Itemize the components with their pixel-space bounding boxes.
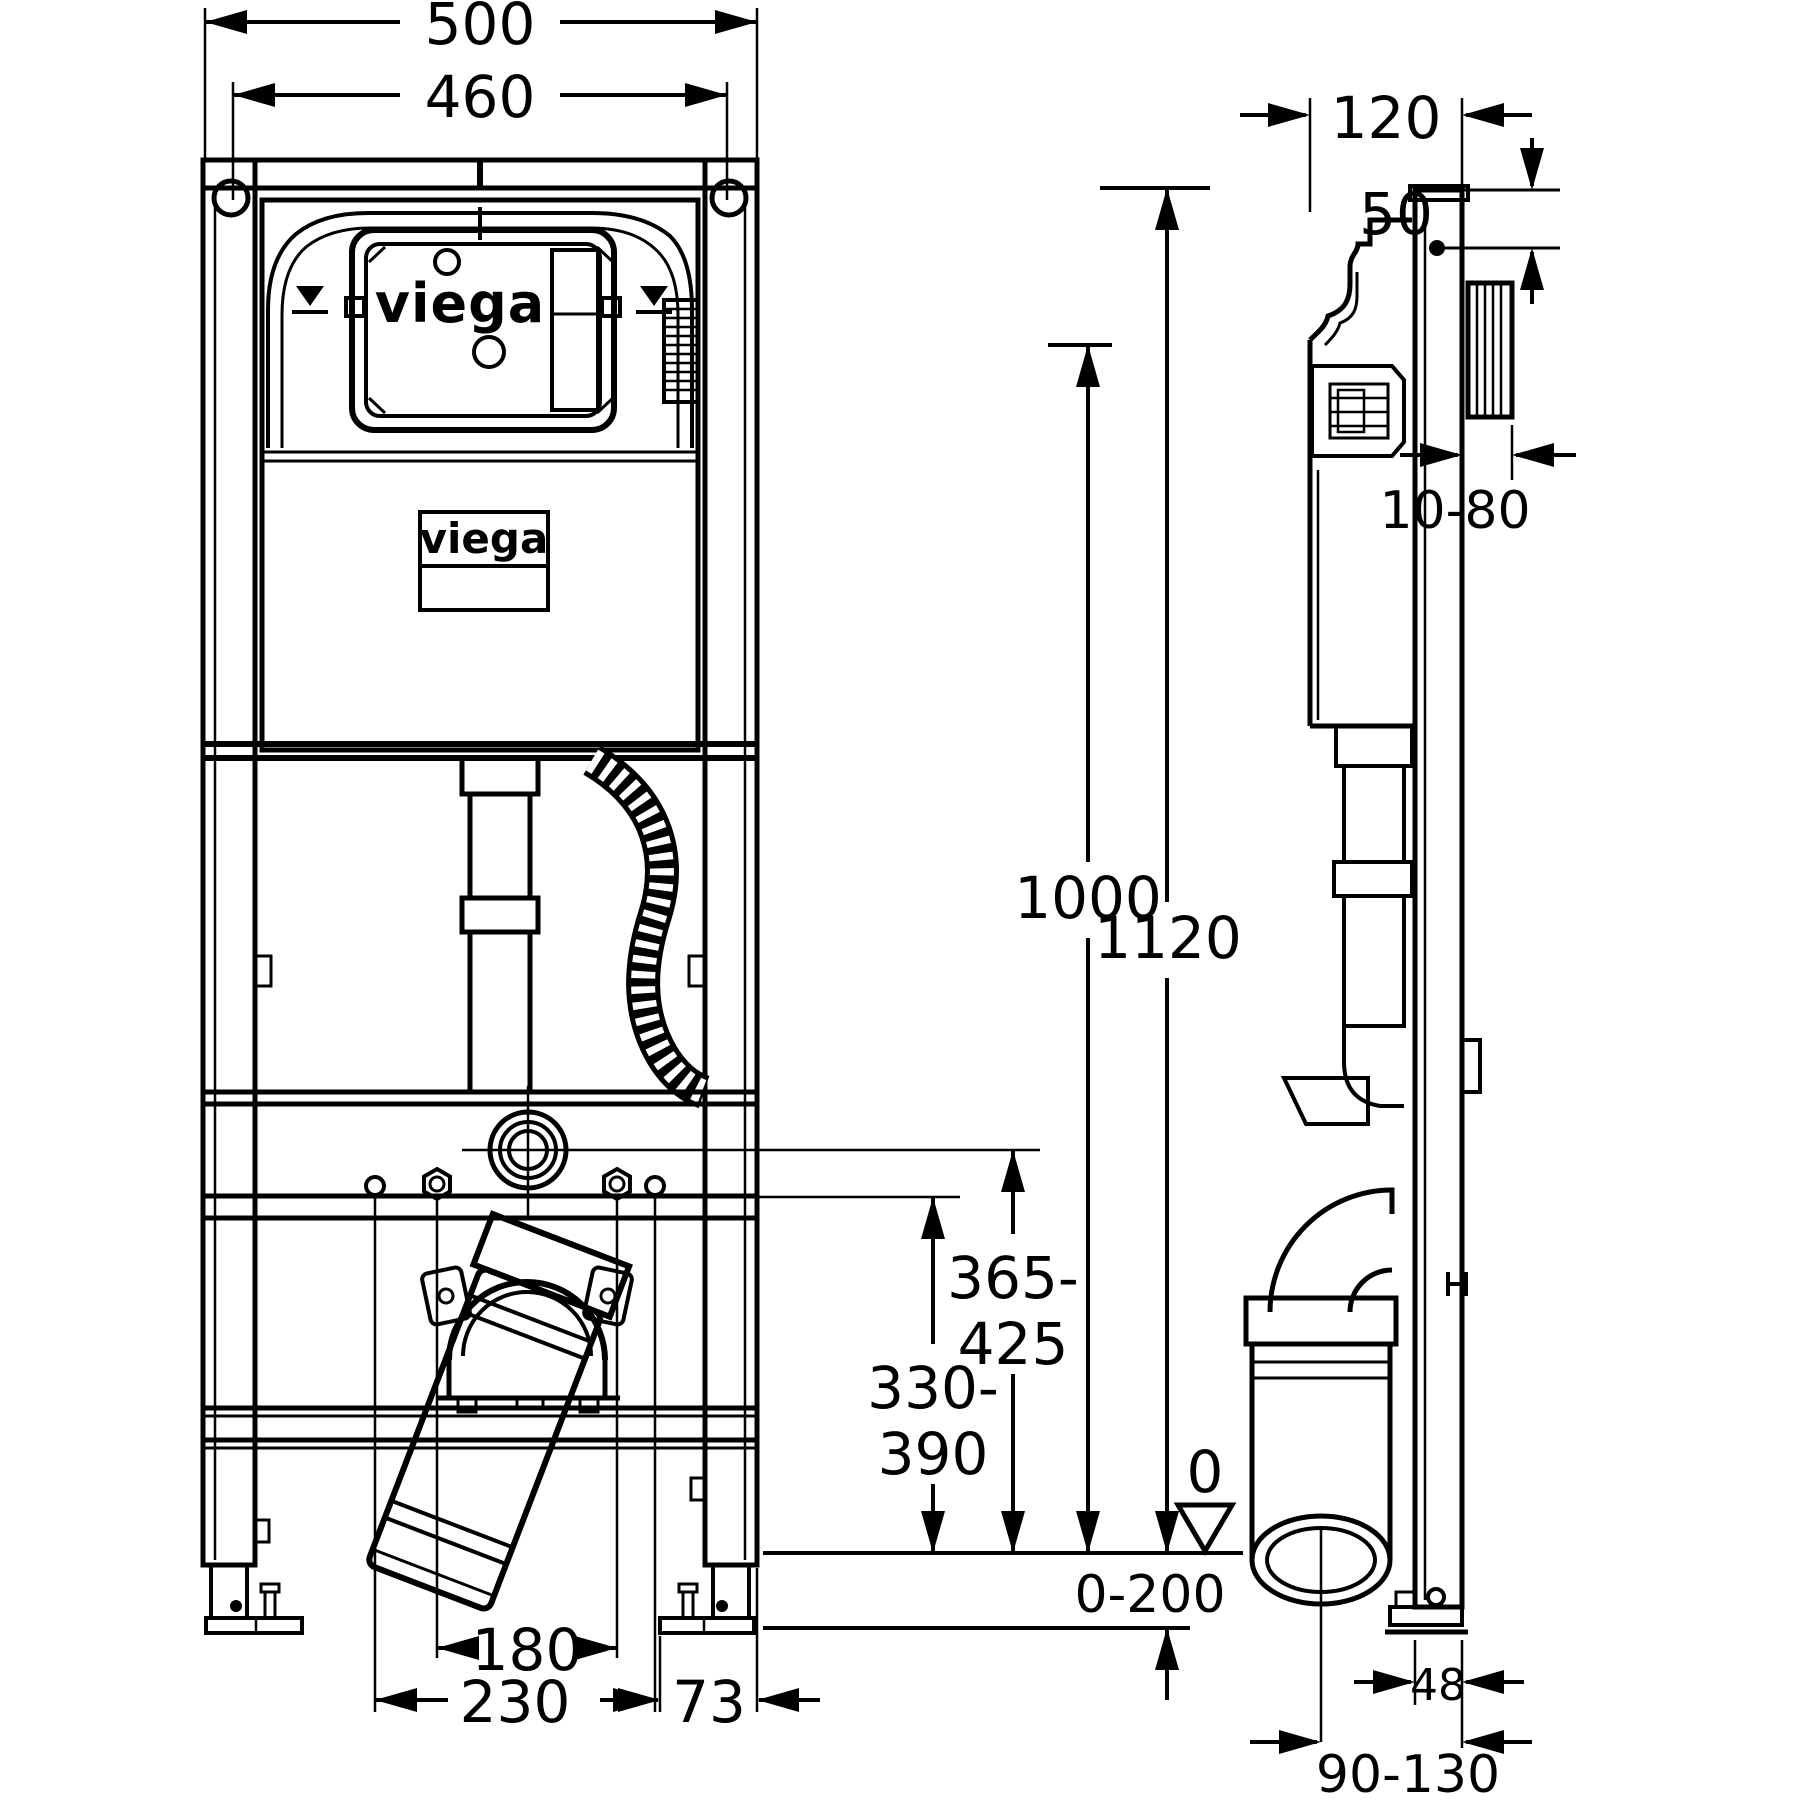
actuator-plate [1429, 188, 1560, 420]
svg-text:50: 50 [1359, 180, 1433, 248]
side-cistern [1307, 217, 1415, 729]
dimension-supply-height: 365- 425 [947, 1150, 1079, 1553]
dimension-wall-finish: 10-80 [1379, 420, 1576, 541]
adjust-bolt-right [681, 1590, 695, 1620]
fixing-crossbar [203, 1166, 960, 1221]
service-window: viega [344, 227, 622, 433]
foot-left [204, 1563, 304, 1635]
datum-symbol: 0 [1173, 1438, 1237, 1556]
adjust-bolt-left [263, 1590, 277, 1620]
side-flush-pipe [1280, 724, 1414, 1126]
dimension-width-overall: 500 [203, 0, 759, 158]
svg-text:500: 500 [425, 0, 536, 58]
viega-logo-window: viega [375, 272, 545, 335]
cistern: viega [203, 197, 757, 761]
brand-plate: viega [418, 510, 550, 612]
dimension-foot-offset: 73 [600, 1568, 820, 1736]
floor-lines: 0 0-200 [763, 1438, 1243, 1700]
svg-text:365-: 365- [947, 1244, 1079, 1312]
hanger-hole-right [709, 178, 749, 218]
svg-text:1120: 1120 [1094, 904, 1242, 972]
wall-bracket [1446, 1272, 1468, 1296]
float-chamber [550, 248, 600, 412]
water-level-mark-left [292, 286, 328, 314]
dimension-fixing-spacing: 180 [437, 1616, 617, 1684]
dimension-width-inner: 460 [231, 63, 729, 200]
socket-plate-left [420, 1265, 472, 1327]
corrugated-hose [583, 745, 711, 1109]
datum-label: 0 [1187, 1438, 1224, 1506]
rod-hole-left [364, 1175, 386, 1197]
dimension-profile-depth: 48 [1354, 1640, 1524, 1712]
pan-connection-stub [1280, 1076, 1370, 1126]
wall-clip [1460, 1038, 1482, 1094]
dimension-depth: 120 [1240, 84, 1532, 212]
flush-pipe [459, 755, 541, 1095]
svg-text:48: 48 [1410, 1660, 1466, 1711]
side-foot [1385, 1587, 1468, 1635]
drain-pipe-angled [366, 1210, 633, 1612]
dimension-plate-offset: 50 [1359, 138, 1544, 304]
svg-text:390: 390 [878, 1420, 989, 1488]
logo-ring-icon [472, 335, 506, 369]
dimension-frame-height: 1120 [1094, 186, 1242, 1553]
svg-text:460: 460 [425, 63, 536, 131]
dimension-outlet-axis: 90-130 [1250, 1712, 1532, 1800]
dimension-fixing-height: 330- 390 [867, 1197, 999, 1553]
side-drain-elbow [1243, 1187, 1399, 1742]
fill-valve-sleeve [662, 298, 700, 404]
dimension-reference-height: 1000 [1014, 343, 1162, 1553]
svg-text:330-: 330- [867, 1354, 999, 1422]
floor-buildup-label: 0-200 [1074, 1565, 1225, 1625]
logo-dot-icon [433, 248, 461, 276]
svg-text:425: 425 [958, 1310, 1069, 1378]
hanger-hole-left [211, 178, 251, 218]
viega-logo-plate: viega [420, 514, 549, 563]
front-view: viega [200, 157, 1040, 1712]
svg-text:73: 73 [672, 1668, 746, 1736]
svg-text:90-130: 90-130 [1316, 1745, 1500, 1800]
rod-hole-right [644, 1175, 666, 1197]
svg-text:180: 180 [472, 1616, 583, 1684]
top-crossbar [200, 157, 760, 240]
side-rail [1408, 184, 1470, 1610]
svg-text:1000: 1000 [1014, 864, 1162, 932]
foot-right [658, 1563, 756, 1635]
svg-text:120: 120 [1331, 84, 1442, 152]
side-view: 120 50 10-80 48 [1240, 84, 1576, 1800]
svg-text:230: 230 [460, 1668, 571, 1736]
svg-text:10-80: 10-80 [1379, 481, 1530, 541]
